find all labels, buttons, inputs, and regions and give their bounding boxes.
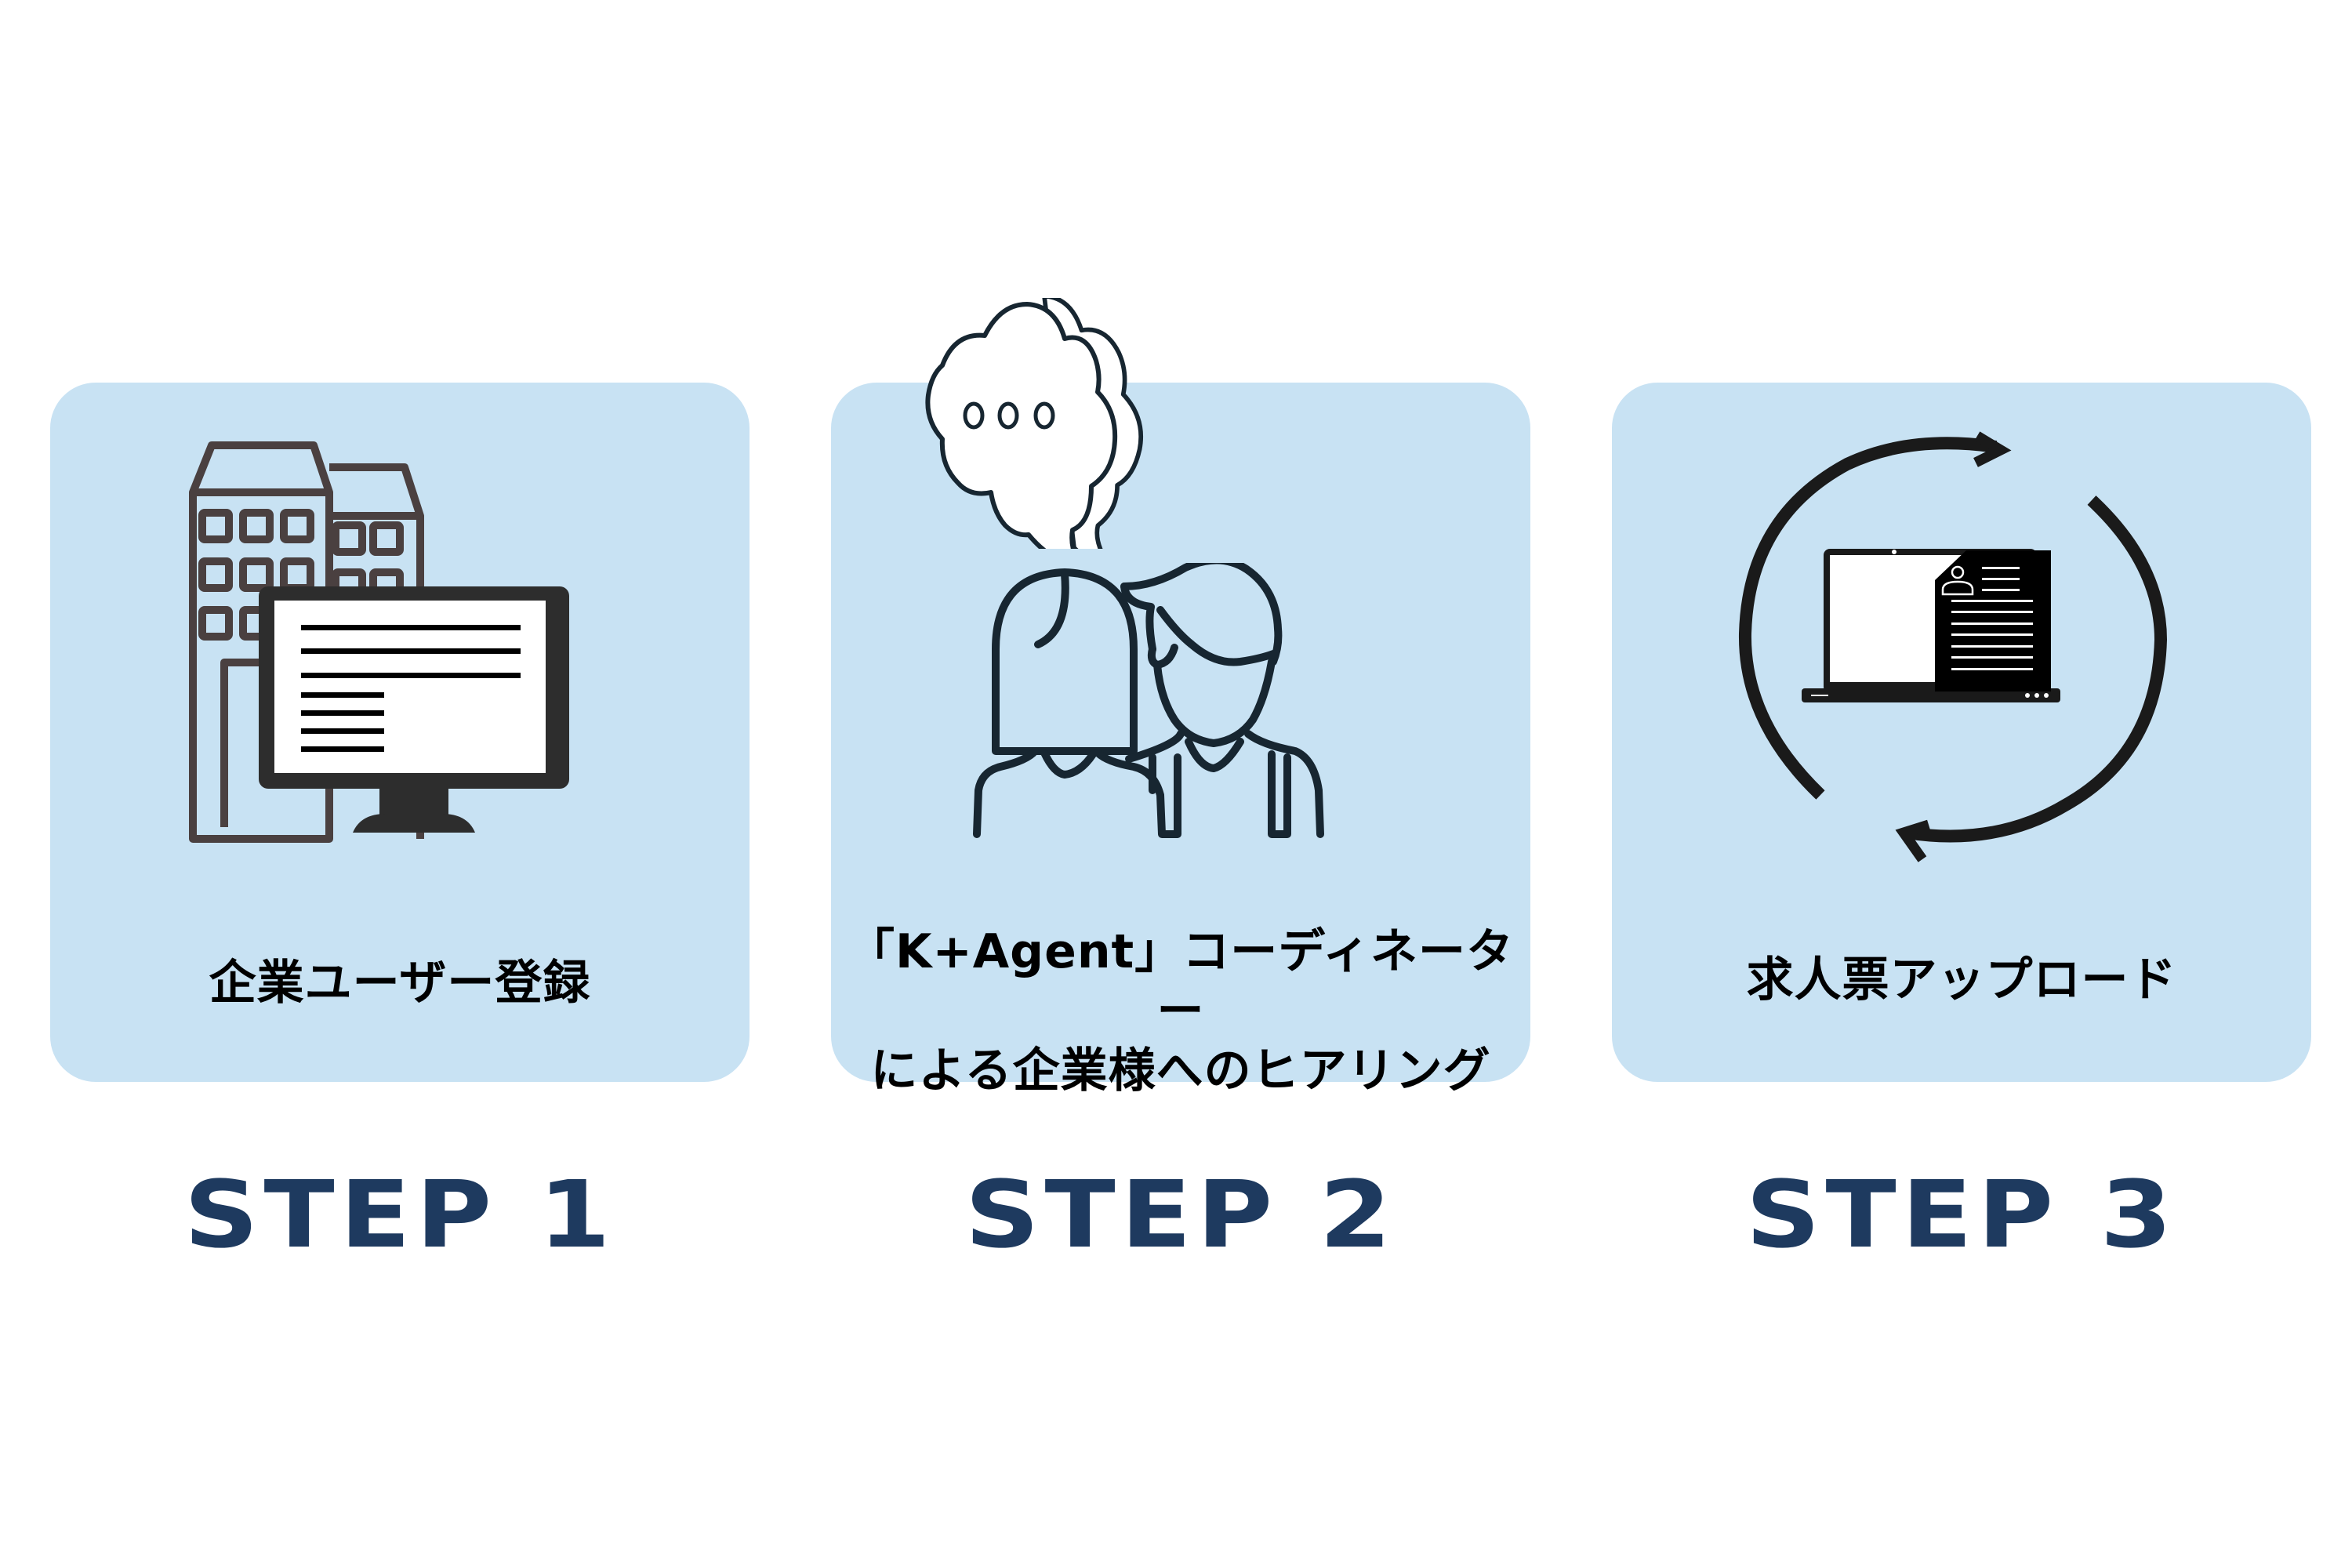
step-1-label: STEP 1: [183, 1160, 616, 1269]
caption-line: 「K+Agent」コーディネーター: [847, 924, 1515, 1039]
step-3-card: 求人票アップロード: [1612, 383, 2311, 1082]
caption-line: 企業ユーザー登録: [209, 956, 591, 1011]
ellipsis-dots: [963, 401, 1055, 430]
sync-arrows-icon: [1738, 431, 2168, 862]
caption-line: 求人票アップロード: [1746, 953, 2177, 1007]
step-1-caption: 企業ユーザー登録: [50, 953, 750, 1013]
step-2-card: 「K+Agent」コーディネーター による企業様へのヒアリング: [831, 383, 1530, 1098]
step-1-card: 企業ユーザー登録: [50, 383, 750, 1082]
speech-bubbles-icon: [925, 298, 1144, 549]
step-3-caption: 求人票アップロード: [1612, 950, 2311, 1010]
laptop-resume-sync-icon: [1738, 431, 2168, 862]
monitor-icon: [259, 586, 569, 833]
two-people-icon: [973, 563, 1324, 838]
step-3-label: STEP 3: [1745, 1160, 2178, 1269]
step-2-caption: 「K+Agent」コーディネーター による企業様へのヒアリング: [831, 922, 1530, 1101]
step-2-label: STEP 2: [964, 1160, 1397, 1269]
building-and-monitor-icon: [189, 441, 569, 843]
resume-document-icon: [1935, 550, 2051, 691]
caption-line: による企業様へのヒアリング: [870, 1044, 1491, 1098]
